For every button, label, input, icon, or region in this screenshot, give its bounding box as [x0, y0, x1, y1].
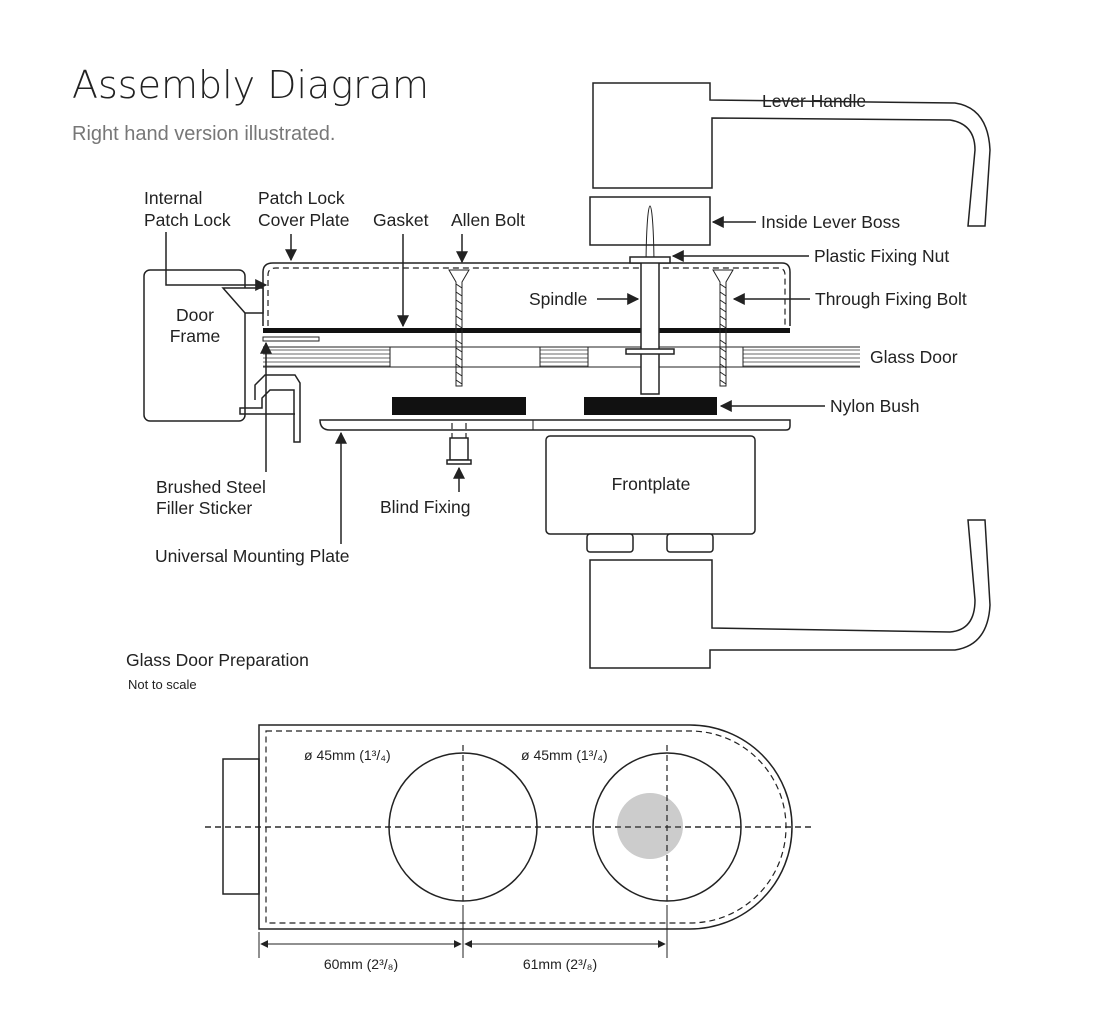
patch-lock-cover-plate [262, 262, 791, 326]
brushed-steel-filler-sticker [262, 336, 320, 342]
glass-door [263, 347, 860, 367]
internal-patch-lock [221, 287, 264, 314]
page-subtitle: Right hand version illustrated. [72, 123, 335, 145]
label-through-fixing-bolt: Through Fixing Bolt [815, 289, 967, 309]
page-title: Assembly Diagram [72, 63, 429, 107]
label-spindle: Spindle [529, 289, 587, 309]
universal-mounting-plate [319, 419, 791, 431]
filler-clip [239, 374, 301, 443]
glass-hole-left [389, 346, 541, 368]
nylon-bush-left [392, 397, 526, 415]
label-brushed-steel-line1: Brushed Steel [156, 477, 266, 497]
label-brushed-steel-line2: Filler Sticker [156, 498, 252, 518]
label-internal-patch-lock-line2: Patch Lock [144, 210, 231, 230]
hole-left-label: ø 45mm (1³/₄) [304, 747, 391, 763]
dimension-label-2: 61mm (2³/₈) [523, 956, 597, 972]
label-plastic-fixing-nut: Plastic Fixing Nut [814, 246, 949, 266]
label-patch-lock-cover-line2: Cover Plate [258, 210, 349, 230]
hole-right-label: ø 45mm (1³/₄) [521, 747, 608, 763]
plastic-fixing-nut [629, 256, 671, 264]
spindle-washer [625, 348, 675, 355]
assembly-drawing: Door Frame [143, 82, 991, 669]
arrow-internal-patch-lock [165, 232, 268, 291]
frontplate-tab-right [666, 533, 714, 553]
through-fixing-bolt [712, 269, 734, 387]
lever-handle-top [592, 82, 991, 227]
label-internal-patch-lock-line1: Internal [144, 188, 202, 208]
nylon-bush-right [584, 397, 717, 415]
label-allen-bolt: Allen Bolt [451, 210, 525, 230]
preparation-note: Not to scale [128, 677, 197, 692]
label-nylon-bush: Nylon Bush [830, 396, 920, 416]
dimension-label-1: 60mm (2³/₈) [324, 956, 398, 972]
label-universal-mounting-plate: Universal Mounting Plate [155, 546, 350, 566]
preparation-title: Glass Door Preparation [126, 650, 309, 670]
glass-door-preparation: Glass Door Preparation Not to scale ø 45… [126, 650, 815, 972]
label-inside-lever-boss: Inside Lever Boss [761, 212, 900, 232]
frontplate-tab-left [586, 533, 634, 553]
glass-outline [258, 724, 793, 930]
label-frontplate: Frontplate [612, 474, 691, 494]
blind-fixing [446, 423, 472, 465]
allen-bolt [448, 269, 470, 387]
patch-lock-inner-dashed [267, 267, 786, 326]
door-frame [143, 269, 246, 422]
inside-lever-boss [589, 196, 711, 246]
label-door-frame-line2: Frame [170, 326, 221, 346]
label-door-frame-line1: Door [176, 305, 214, 325]
gasket [263, 328, 790, 333]
label-glass-door: Glass Door [870, 347, 958, 367]
lever-handle-bottom [589, 519, 991, 669]
label-gasket: Gasket [373, 210, 429, 230]
label-blind-fixing: Blind Fixing [380, 497, 470, 517]
patch-outline-dashed [265, 730, 787, 924]
label-patch-lock-cover-line1: Patch Lock [258, 188, 345, 208]
spindle-position [617, 793, 683, 859]
spindle [640, 261, 660, 395]
frontplate [545, 435, 756, 535]
label-lever-handle: Lever Handle [762, 91, 866, 111]
